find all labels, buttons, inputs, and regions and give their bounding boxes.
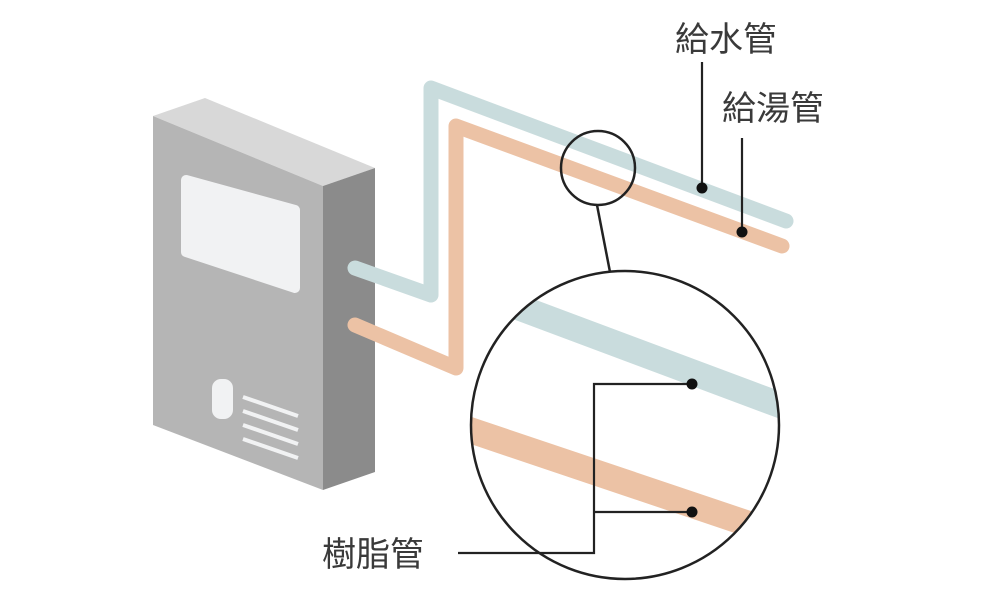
supply-pipe-label: 給水管 [675, 20, 777, 60]
zoom-circle-outline [469, 269, 781, 581]
resin-leader-line [458, 382, 692, 555]
unit-vent-lines-icon [242, 395, 299, 460]
resin-pipe-label: 樹脂管 [322, 535, 424, 575]
resin-leader-dot-bottom [686, 506, 698, 518]
leader-dots [686, 182, 748, 518]
supply-leader-dot [696, 182, 708, 194]
pipes [347, 80, 794, 376]
unit-badge-icon [212, 379, 233, 419]
zoom-detail [469, 269, 781, 581]
water-heater-unit [153, 98, 375, 490]
resin-leader-dot-top [686, 378, 698, 390]
hot-water-pipe [347, 118, 790, 376]
leader-lines [458, 62, 744, 555]
unit-display-window [181, 175, 300, 293]
supply-pipe [347, 80, 794, 303]
unit-top-face [153, 98, 375, 186]
hot-water-leader-dot [736, 226, 748, 238]
magnifier-connector-line [595, 204, 612, 273]
hot-water-pipe-label: 給湯管 [722, 89, 824, 129]
